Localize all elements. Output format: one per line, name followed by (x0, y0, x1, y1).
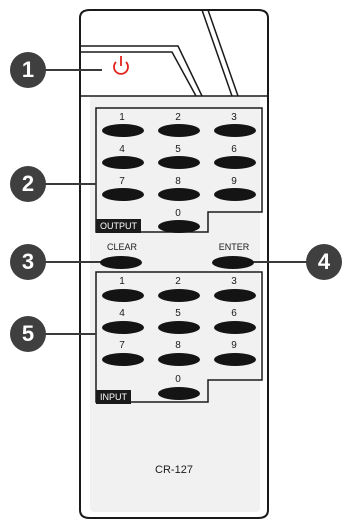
output-key-6[interactable] (214, 156, 256, 169)
input-key-8-label: 8 (175, 340, 181, 351)
input-key-4-label: 4 (119, 308, 125, 319)
top-section-line (80, 45, 203, 97)
enter-button[interactable] (212, 256, 254, 269)
output-key-4-label: 4 (119, 144, 125, 155)
output-key-3-label: 3 (231, 112, 237, 123)
input-panel-label: INPUT (96, 390, 131, 404)
input-key-1[interactable] (102, 289, 144, 302)
output-key-8[interactable] (158, 188, 200, 201)
output-key-4[interactable] (102, 156, 144, 169)
callout-4-circle (306, 244, 342, 280)
output-key-3[interactable] (214, 124, 256, 137)
output-key-1[interactable] (102, 124, 144, 137)
output-key-8-label: 8 (175, 176, 181, 187)
top-right-curve-2 (207, 9, 239, 97)
input-key-3-label: 3 (231, 276, 237, 287)
output-key-2[interactable] (158, 124, 200, 137)
input-key-3[interactable] (214, 289, 256, 302)
enter-label: ENTER (218, 242, 250, 252)
input-key-0[interactable] (158, 387, 200, 400)
input-key-7[interactable] (102, 353, 144, 366)
input-key-9[interactable] (214, 353, 256, 366)
input-key-4[interactable] (102, 321, 144, 334)
top-right-curve (201, 9, 233, 97)
callout-2-number: 2 (21, 171, 35, 196)
input-key-6[interactable] (214, 321, 256, 334)
power-icon (113, 56, 129, 75)
callout-1-circle (10, 52, 46, 88)
output-panel-label: OUTPUT (96, 219, 141, 233)
model-label: CR-127 (155, 464, 193, 476)
output-key-0-label: 0 (175, 208, 181, 219)
output-key-7-label: 7 (119, 176, 125, 187)
input-key-0-label: 0 (175, 374, 181, 385)
input-key-5[interactable] (158, 321, 200, 334)
callout-5-number: 5 (21, 321, 35, 346)
top-section-line-2 (80, 51, 197, 97)
input-key-7-label: 7 (119, 340, 125, 351)
input-key-2[interactable] (158, 289, 200, 302)
input-key-8[interactable] (158, 353, 200, 366)
input-key-9-label: 9 (231, 340, 237, 351)
output-key-7[interactable] (102, 188, 144, 201)
output-key-9-label: 9 (231, 176, 237, 187)
output-key-1-label: 1 (119, 112, 125, 123)
input-key-1-label: 1 (119, 276, 125, 287)
output-key-2-label: 2 (175, 112, 181, 123)
callout-2-circle (10, 166, 46, 202)
callout-1-number: 1 (21, 57, 35, 82)
callout-4-number: 4 (317, 249, 331, 274)
callout-3-circle (10, 244, 46, 280)
clear-button[interactable] (100, 256, 142, 269)
output-key-5-label: 5 (175, 144, 181, 155)
output-key-0[interactable] (158, 220, 200, 233)
output-key-6-label: 6 (231, 144, 237, 155)
input-key-2-label: 2 (175, 276, 181, 287)
output-key-5[interactable] (158, 156, 200, 169)
clear-label: CLEAR (106, 242, 137, 252)
output-key-9[interactable] (214, 188, 256, 201)
input-key-6-label: 6 (231, 308, 237, 319)
callout-3-number: 3 (21, 249, 35, 274)
input-key-5-label: 5 (175, 308, 181, 319)
callout-5-circle (10, 316, 46, 352)
